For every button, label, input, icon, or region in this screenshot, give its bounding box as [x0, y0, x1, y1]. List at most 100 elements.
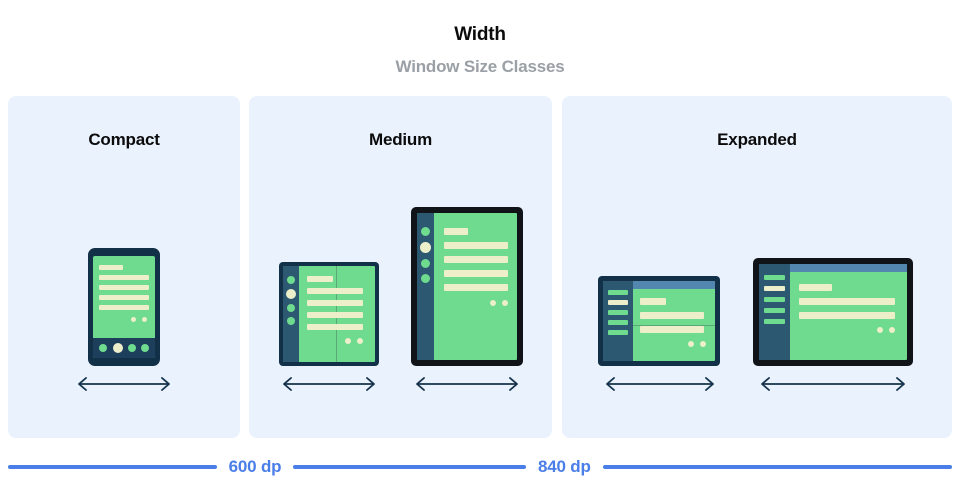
rail-item-icon-active [286, 289, 296, 299]
panel-medium: Medium [249, 96, 552, 438]
measure-600dp: 600 dp [8, 452, 502, 482]
content-line [444, 270, 508, 277]
rail-item-icon [287, 317, 295, 325]
rail-item-icon [287, 304, 295, 312]
page-header: Width Window Size Classes [0, 0, 960, 96]
content-line [640, 312, 704, 319]
content-line [99, 305, 149, 310]
panel-label-compact: Compact [88, 130, 160, 149]
drawer-item [764, 319, 785, 324]
content-line [307, 300, 363, 306]
content-line [99, 275, 149, 280]
phone-bottom-nav [93, 338, 155, 358]
nav-drawer [759, 264, 790, 360]
nav-rail [283, 266, 299, 362]
content-line [99, 265, 123, 270]
content-line [444, 242, 508, 249]
foldable-screen [283, 266, 375, 362]
measure-840dp: 840 dp [474, 452, 952, 482]
tablet-screen [759, 264, 907, 360]
rail-item-icon [421, 259, 430, 268]
content-line [640, 326, 704, 333]
content-dot [700, 341, 706, 347]
width-arrow-tablet-portrait [416, 377, 518, 391]
content-dot [142, 317, 147, 322]
device-foldable-portrait [279, 262, 379, 366]
rail-item-icon [421, 227, 430, 236]
nav-item-icon [128, 344, 136, 352]
device-group-phone-portrait [68, 248, 180, 391]
width-arrow-phone-portrait [78, 377, 170, 391]
content-dot [877, 327, 883, 333]
nav-item-icon [99, 344, 107, 352]
rail-item-icon [421, 274, 430, 283]
page-title: Width [454, 24, 506, 45]
width-arrow-foldable-portrait [283, 377, 375, 391]
drawer-item [608, 290, 628, 295]
content-dot [688, 341, 694, 347]
content-line [307, 312, 363, 318]
device-phone-portrait [88, 248, 160, 366]
drawer-item [764, 275, 785, 280]
content-line [444, 284, 508, 291]
content-line [444, 256, 508, 263]
rail-item-icon-active [420, 242, 431, 253]
drawer-item [608, 330, 628, 335]
content-line [640, 298, 666, 305]
nav-rail [417, 213, 434, 360]
measure-label-600: 600 dp [228, 457, 282, 476]
content-line [99, 295, 149, 300]
rail-item-icon [287, 276, 295, 284]
device-tablet-landscape [753, 258, 913, 366]
content-line [307, 324, 363, 330]
device-tablet-portrait [411, 207, 523, 366]
device-stage-expanded [562, 166, 952, 391]
content-dot [131, 317, 136, 322]
device-group-tablet-portrait [404, 207, 530, 391]
nav-item-icon-active [113, 343, 123, 353]
measure-label-840: 840 dp [538, 457, 591, 476]
page-subtitle: Window Size Classes [395, 57, 565, 76]
measure-line-right [293, 465, 502, 469]
breakpoint-measures: 600 dp 840 dp [0, 452, 960, 494]
content-line [799, 312, 895, 319]
drawer-item [608, 310, 628, 315]
content-line [799, 298, 895, 305]
device-group-foldable-landscape [592, 276, 726, 391]
content-dot [345, 338, 351, 344]
foldable-screen [603, 281, 715, 361]
drawer-item-active [608, 300, 628, 305]
panel-label-medium: Medium [368, 130, 433, 149]
width-arrow-foldable-landscape [606, 377, 714, 391]
phone-screen [93, 256, 155, 358]
device-group-tablet-landscape [747, 258, 919, 391]
device-stage-medium [249, 166, 552, 391]
fold-line [633, 325, 715, 326]
nav-drawer [603, 281, 633, 361]
content-line [307, 288, 363, 294]
content-line [799, 284, 832, 291]
drawer-item [608, 320, 628, 325]
content-dot [889, 327, 895, 333]
measure-line-left [8, 465, 217, 469]
drawer-item [764, 297, 785, 302]
app-top-bar [633, 281, 715, 289]
device-foldable-landscape [598, 276, 720, 366]
size-class-panels: Compact [0, 96, 960, 438]
content-dot [357, 338, 363, 344]
content-dot [502, 300, 508, 306]
width-arrow-tablet-landscape [761, 377, 905, 391]
app-top-bar [790, 264, 907, 272]
nav-item-icon [141, 344, 149, 352]
panel-expanded: Expanded [562, 96, 952, 438]
measure-line-right [602, 465, 952, 469]
device-stage-compact [8, 166, 240, 391]
content-line [99, 285, 149, 290]
content-line [307, 276, 333, 282]
measure-line-left [474, 465, 526, 469]
drawer-item [764, 308, 785, 313]
panel-compact: Compact [8, 96, 240, 438]
content-line [444, 228, 468, 235]
drawer-item-active [764, 286, 785, 291]
device-group-foldable-portrait [271, 262, 387, 391]
